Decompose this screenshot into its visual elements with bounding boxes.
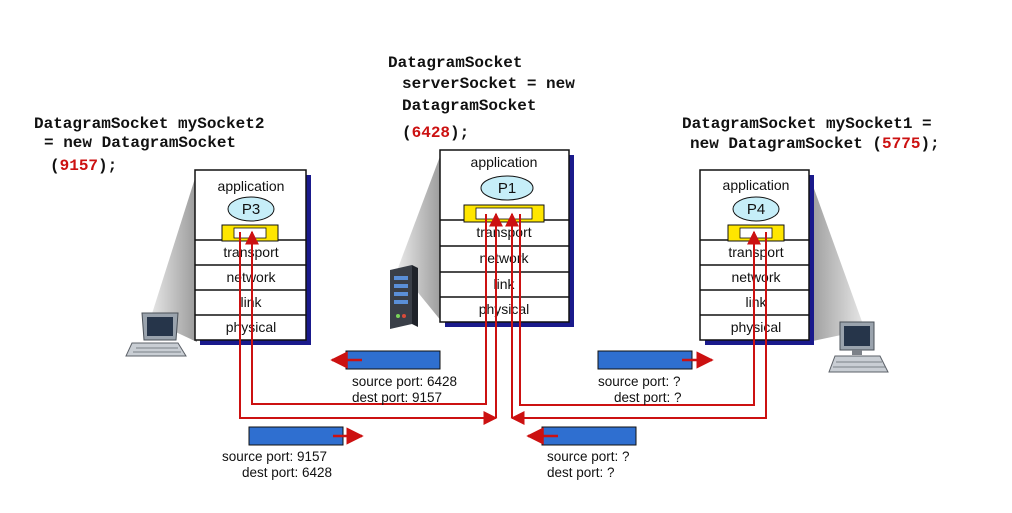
center-link-label: link	[493, 276, 515, 292]
center-protocol-stack: application P1 transport network link ph…	[439, 149, 574, 327]
left-socket-code: DatagramSocket mySocket2 = new DatagramS…	[34, 115, 264, 175]
left-code-line2: = new DatagramSocket	[44, 134, 236, 152]
segment-request-left-box	[248, 426, 344, 446]
left-outbound-arrow	[239, 232, 498, 425]
segment-flow-arrows	[239, 212, 767, 425]
right-process-oval	[732, 196, 780, 222]
right-inbound-arrow	[519, 214, 761, 406]
center-code-line3: DatagramSocket	[402, 97, 536, 115]
right-network-label: network	[731, 269, 781, 285]
right-code-suffix: );	[920, 135, 939, 153]
segment-reply-left-dest: dest port: 9157	[352, 390, 442, 405]
desktop-computer-icon	[828, 321, 889, 373]
server-tower-icon	[390, 265, 418, 329]
center-code-paren-close: );	[450, 124, 469, 142]
segment-request-right-dest: dest port: ?	[614, 390, 682, 405]
segment-request-left: source port: 9157 dest port: 6428	[222, 426, 364, 480]
laptop-icon	[125, 312, 187, 357]
left-protocol-stack: application P3 transport network link ph…	[194, 169, 311, 345]
segment-request-left-source: source port: 9157	[222, 449, 327, 464]
center-process-label: P1	[498, 180, 516, 197]
left-host-beam	[150, 172, 197, 342]
right-link-label: link	[745, 294, 767, 310]
svg-text:(9157);: (9157);	[50, 157, 117, 175]
right-physical-label: physical	[731, 319, 782, 335]
center-code-port: 6428	[412, 124, 450, 142]
center-code-paren-open: (	[402, 124, 412, 142]
segment-reply-right-dest: dest port: ?	[547, 465, 615, 480]
center-physical-label: physical	[479, 301, 530, 317]
left-application-label: application	[218, 178, 285, 194]
segment-reply-left-source: source port: 6428	[352, 374, 457, 389]
segment-request-left-dest: dest port: 6428	[242, 465, 332, 480]
center-process-oval	[480, 175, 534, 201]
center-code-line1: DatagramSocket	[388, 54, 522, 72]
right-socket-code: DatagramSocket mySocket1 = new DatagramS…	[682, 115, 940, 153]
center-socket-code: DatagramSocket serverSocket = new Datagr…	[388, 54, 575, 142]
left-process-label: P3	[242, 201, 260, 218]
segment-request-right-source: source port: ?	[598, 374, 681, 389]
right-outbound-arrow	[510, 232, 767, 425]
segment-reply-right-source: source port: ?	[547, 449, 630, 464]
right-protocol-stack: application P4 transport network link ph…	[699, 169, 814, 345]
right-code-port: 5775	[882, 135, 920, 153]
right-transport-label: transport	[728, 244, 783, 260]
right-code-line1: DatagramSocket mySocket1 =	[682, 115, 932, 133]
right-host-beam	[808, 172, 865, 342]
segment-reply-left: source port: 6428 dest port: 9157	[330, 350, 457, 405]
center-network-label: network	[479, 250, 529, 266]
right-application-label: application	[723, 177, 790, 193]
right-process-label: P4	[747, 201, 765, 218]
center-code-line2: serverSocket = new	[402, 75, 575, 93]
segment-reply-right: source port: ? dest port: ?	[526, 426, 637, 480]
center-application-label: application	[471, 154, 538, 170]
left-code-port: 9157	[60, 157, 98, 175]
left-inbound-arrow	[245, 214, 487, 405]
left-code-paren-close: );	[98, 157, 117, 175]
left-code-line1: DatagramSocket mySocket2	[34, 115, 264, 133]
segment-request-right-box	[597, 350, 693, 370]
segment-request-right: source port: ? dest port: ?	[597, 350, 714, 405]
svg-text:new DatagramSocket (5775);: new DatagramSocket (5775);	[690, 135, 940, 153]
right-code-prefix: new DatagramSocket (	[690, 135, 882, 153]
left-code-paren-open: (	[50, 157, 60, 175]
left-process-oval	[227, 196, 275, 222]
svg-text:(6428);: (6428);	[402, 124, 469, 142]
center-transport-label: transport	[476, 224, 531, 240]
